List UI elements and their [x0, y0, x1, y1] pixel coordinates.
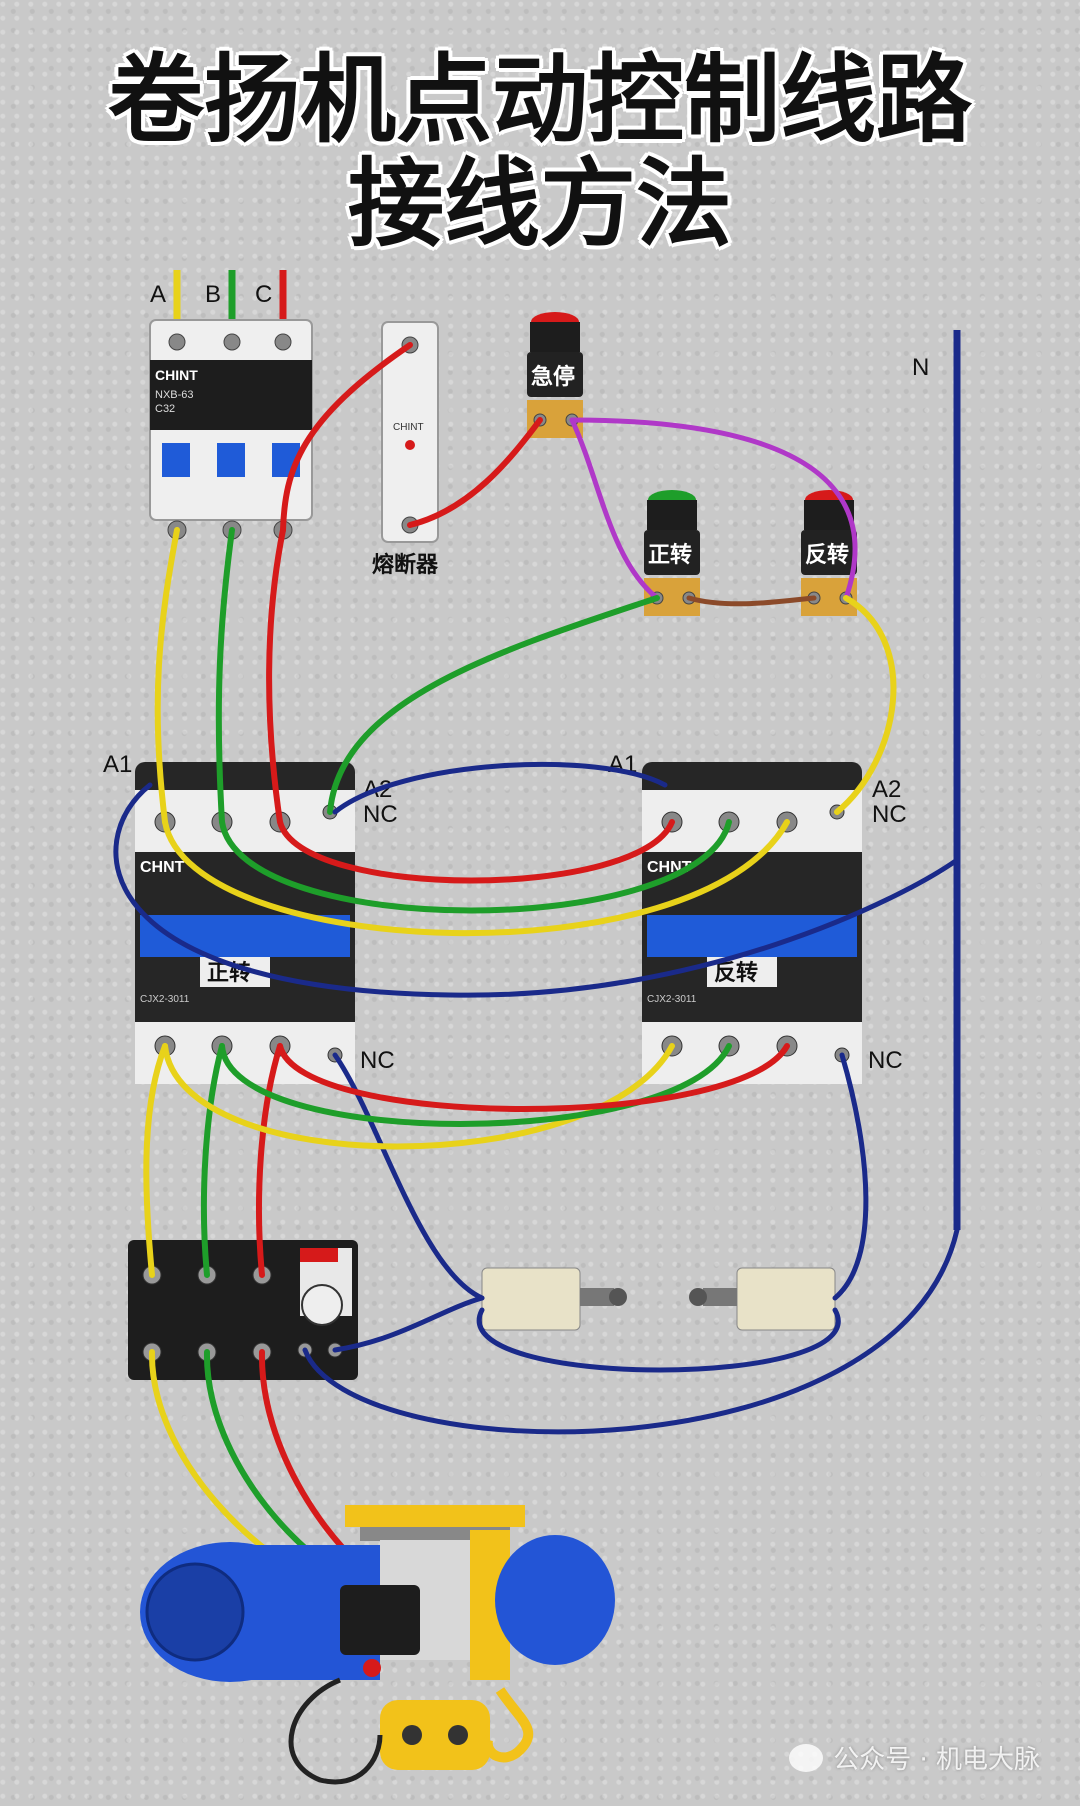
contactor-forward-model: CJX2-3011: [140, 994, 190, 1005]
breaker-model-line2: C32: [155, 403, 175, 415]
wire-t3-cf-ol: [256, 1043, 283, 1278]
cr-nc-bottom-label: NC: [868, 1047, 903, 1074]
wire-cf-a1-neutral: [113, 782, 960, 998]
watermark-text: 公众号 · 机电大脉: [833, 1745, 1040, 1775]
wire-t2-cr-cross: [219, 1043, 732, 1127]
phase-a-label: A: [150, 281, 166, 308]
wire-fuse-feed: [280, 342, 413, 533]
wire-limit-loop: [476, 1307, 841, 1373]
wire-fuse-to-stop: [407, 417, 543, 528]
motor-junction-box: [340, 1585, 420, 1655]
wire-cr-nc-to-limit: [832, 1052, 869, 1301]
fuse-indicator: [405, 440, 415, 450]
diagram-title: 卷扬机点动控制线路 接线方法: [0, 48, 1080, 256]
breaker-toggle-a[interactable]: [162, 443, 190, 477]
winch-hoist: [140, 1505, 615, 1785]
contactor-reverse-model: CJX2-3011: [647, 994, 697, 1005]
circuit-breaker[interactable]: CHINT NXB-63 C32: [149, 319, 313, 540]
thermal-overload-relay[interactable]: [128, 1240, 358, 1380]
wire-c-cross-cr: [277, 819, 675, 884]
motor-power-button: [363, 1659, 381, 1677]
wire-forward-reverse-bridge: [686, 595, 817, 607]
cr-a2-label: A2: [872, 776, 901, 803]
wire-forward-to-coil: [327, 595, 660, 815]
wire-b-breaker-cf: [215, 527, 235, 825]
title-line-1: 卷扬机点动控制线路: [108, 44, 972, 156]
wire-t1-cr-cross: [162, 1043, 675, 1150]
forward-button-label: 正转: [648, 542, 692, 568]
fuse-brand: CHINT: [393, 422, 424, 433]
breaker-brand: CHINT: [155, 367, 198, 383]
wire-cr-a1-neutral: [332, 761, 668, 815]
wire-t2-cf-ol: [200, 1043, 225, 1278]
forward-button[interactable]: 正转: [644, 490, 700, 616]
reverse-button-label: 反转: [805, 542, 849, 568]
wire-reverse-to-coil: [834, 595, 897, 815]
limit-switch-right[interactable]: [689, 1267, 836, 1331]
fuse[interactable]: CHINT: [381, 321, 439, 543]
reverse-button[interactable]: 反转: [801, 490, 857, 616]
contactor-reverse[interactable]: CHNT 反转 CJX2-3011: [642, 762, 862, 1084]
watermark: 公众号 · 机电大脉: [789, 1739, 1040, 1776]
breaker-terminal-b-top: [223, 333, 241, 351]
wire-stop-to-forward: [569, 417, 660, 601]
wire-overload-to-neutral: [302, 1227, 960, 1435]
contactor-forward-brand: CHNT: [140, 859, 185, 876]
contactor-reverse-name: 反转: [714, 960, 758, 986]
breaker-toggle-b[interactable]: [217, 443, 245, 477]
wire-t3-cr-cross: [277, 1043, 790, 1112]
wire-cf-nc-to-limit: [332, 1052, 485, 1301]
wire-t1-cf-ol: [143, 1043, 168, 1278]
cf-a1-label: A1: [103, 751, 132, 778]
hoist-hook: [482, 1687, 534, 1763]
wire-overload-to-limit: [332, 1295, 485, 1353]
breaker-terminal-c-top: [274, 333, 292, 351]
wechat-icon: [789, 1743, 824, 1772]
wire-c-breaker-cf: [266, 527, 286, 825]
wire-b-cross-cr: [219, 819, 732, 914]
motor-fan-cover: [145, 1562, 245, 1662]
breaker-terminal-a-top: [168, 333, 186, 351]
wire-a-breaker-cf: [154, 527, 180, 825]
contactor-forward[interactable]: CHNT 正转 CJX2-3011: [135, 762, 355, 1084]
title-line-2: 接线方法: [348, 148, 732, 260]
cr-nc-top-label: NC: [872, 801, 907, 828]
breaker-model-line1: NXB-63: [155, 389, 194, 401]
neutral-label: N: [912, 354, 929, 381]
control-wires: [113, 342, 960, 1435]
fuse-label: 熔断器: [372, 552, 439, 578]
cf-nc-bottom-label: NC: [360, 1047, 395, 1074]
phase-b-label: B: [205, 281, 221, 308]
power-wires: [143, 527, 790, 1613]
emergency-stop-label: 急停: [531, 364, 575, 390]
pendant-controller: [380, 1700, 490, 1770]
phase-c-label: C: [255, 281, 272, 308]
cf-nc-top-label: NC: [363, 801, 398, 828]
limit-switch-left[interactable]: [481, 1267, 627, 1331]
wire-a-cross-cr: [162, 819, 790, 937]
overload-reset-dial: [301, 1284, 343, 1326]
wire-stop-to-reverse: [569, 417, 858, 601]
